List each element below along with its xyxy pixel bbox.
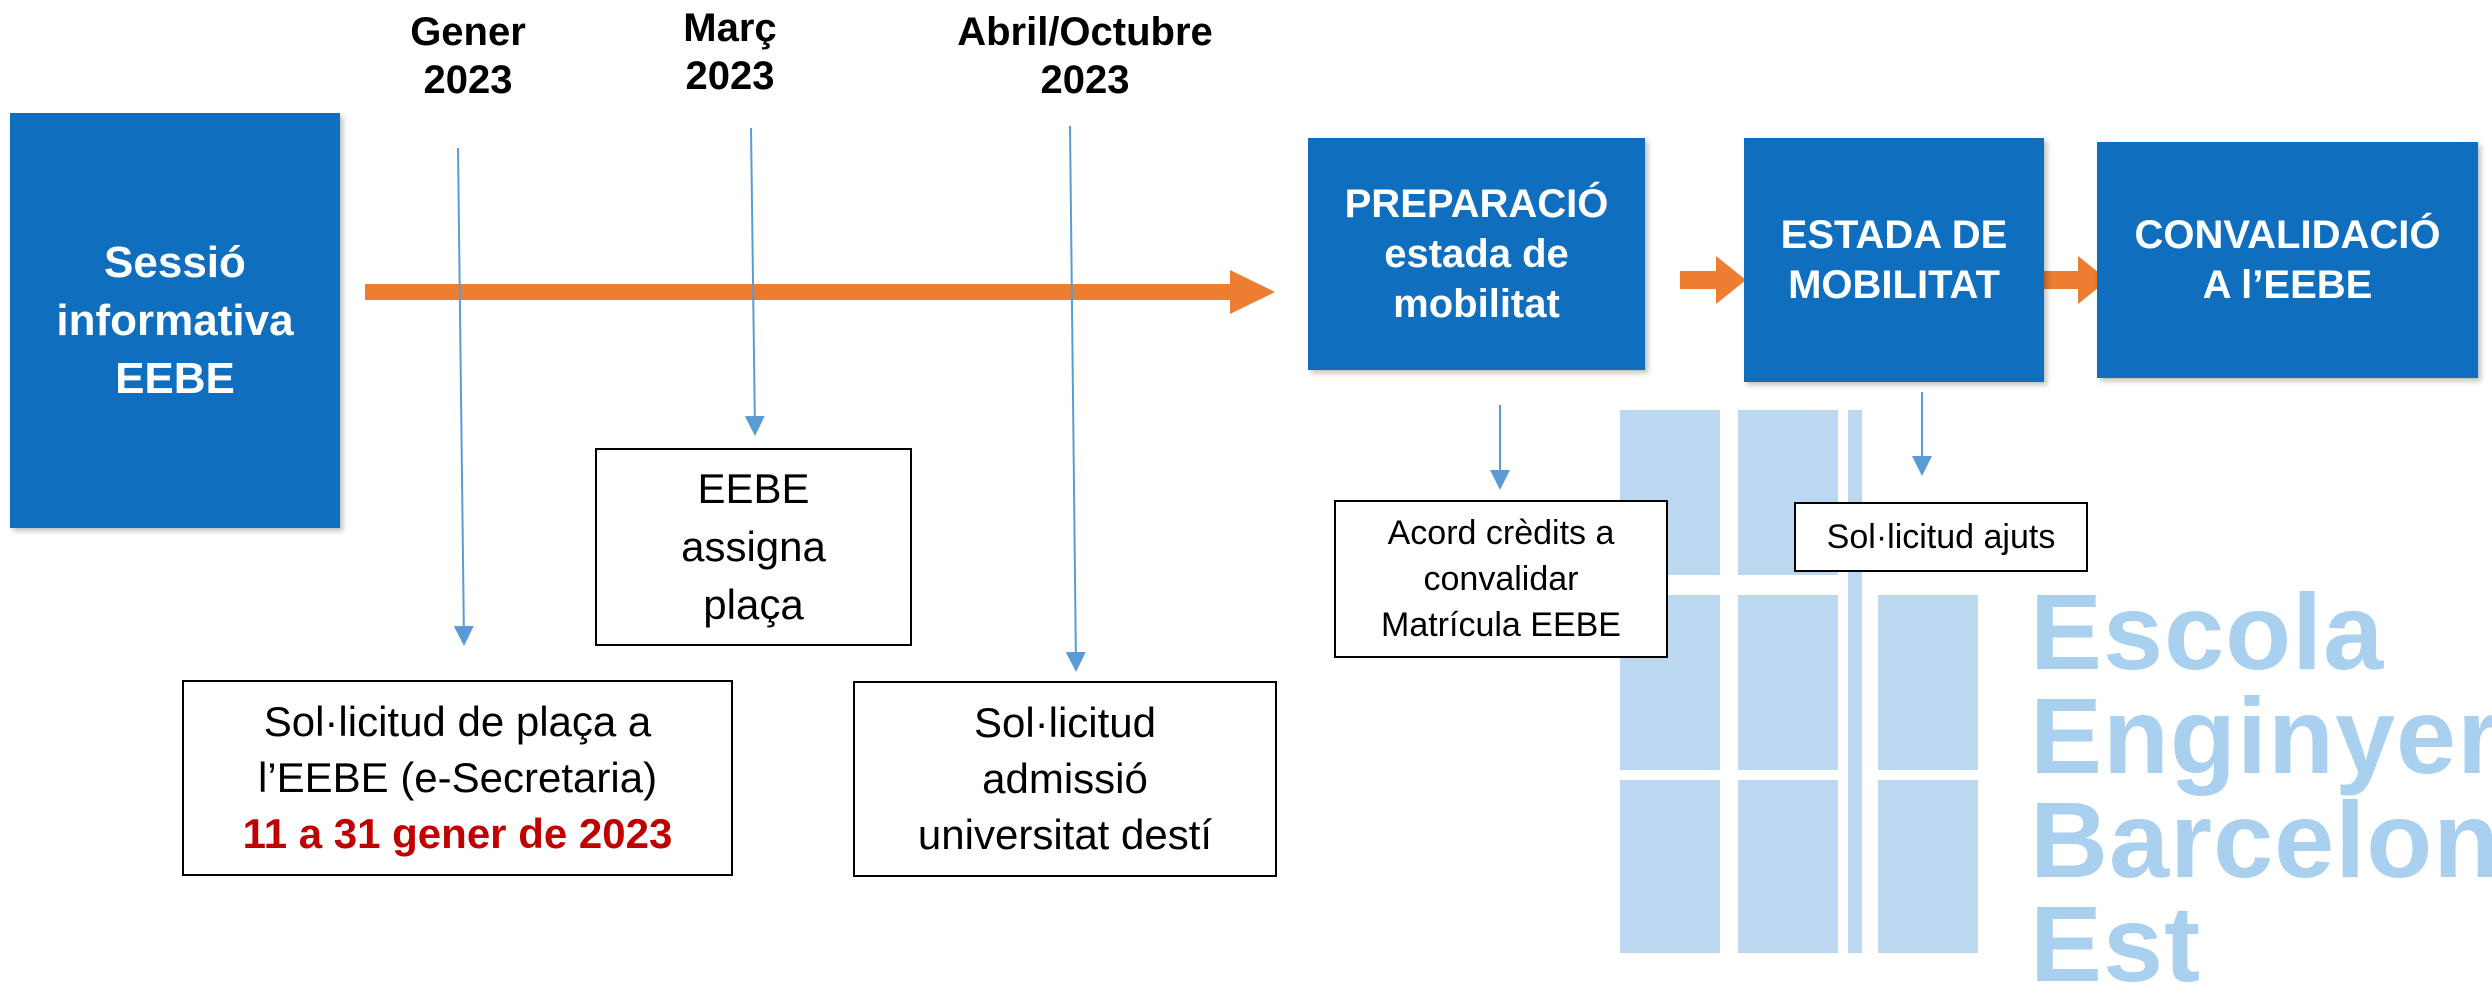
admission-request-box: Sol·licitud admissió universitat destí xyxy=(853,681,1277,877)
connector-layer xyxy=(365,125,2108,672)
request-plaza-deadline: 11 a 31 gener de 2023 xyxy=(242,810,673,857)
stage-preparacio: PREPARACIÓ estada de mobilitat xyxy=(1308,138,1645,370)
timeline-arrow xyxy=(365,270,1275,314)
request-plaza-box: Sol·licitud de plaça a l’EEBE (e-Secreta… xyxy=(182,680,733,876)
start-box-sessio-informativa: Sessió informativa EEBE xyxy=(10,113,340,528)
stage-estada-mobilitat: ESTADA DE MOBILITAT xyxy=(1744,138,2044,382)
stage-convalidacio: CONVALIDACIÓ A l’EEBE xyxy=(2097,142,2478,378)
connector-abril xyxy=(1065,125,1086,672)
assign-plaza-box: EEBE assigna plaça xyxy=(595,448,912,646)
date-gener: Gener 2023 xyxy=(410,10,526,102)
stage-arrow-2 xyxy=(2042,256,2108,304)
date-abril-octubre: Abril/Octubre 2023 xyxy=(957,10,1213,102)
date-marc: Març 2023 xyxy=(683,6,777,98)
connector-gener xyxy=(453,147,474,646)
stage-arrow-1 xyxy=(1680,256,1746,304)
connector-marc xyxy=(744,127,765,436)
credits-agreement-box: Acord crèdits a convalidar Matrícula EEB… xyxy=(1334,500,1668,658)
grants-request-box: Sol·licitud ajuts xyxy=(1794,502,2088,572)
